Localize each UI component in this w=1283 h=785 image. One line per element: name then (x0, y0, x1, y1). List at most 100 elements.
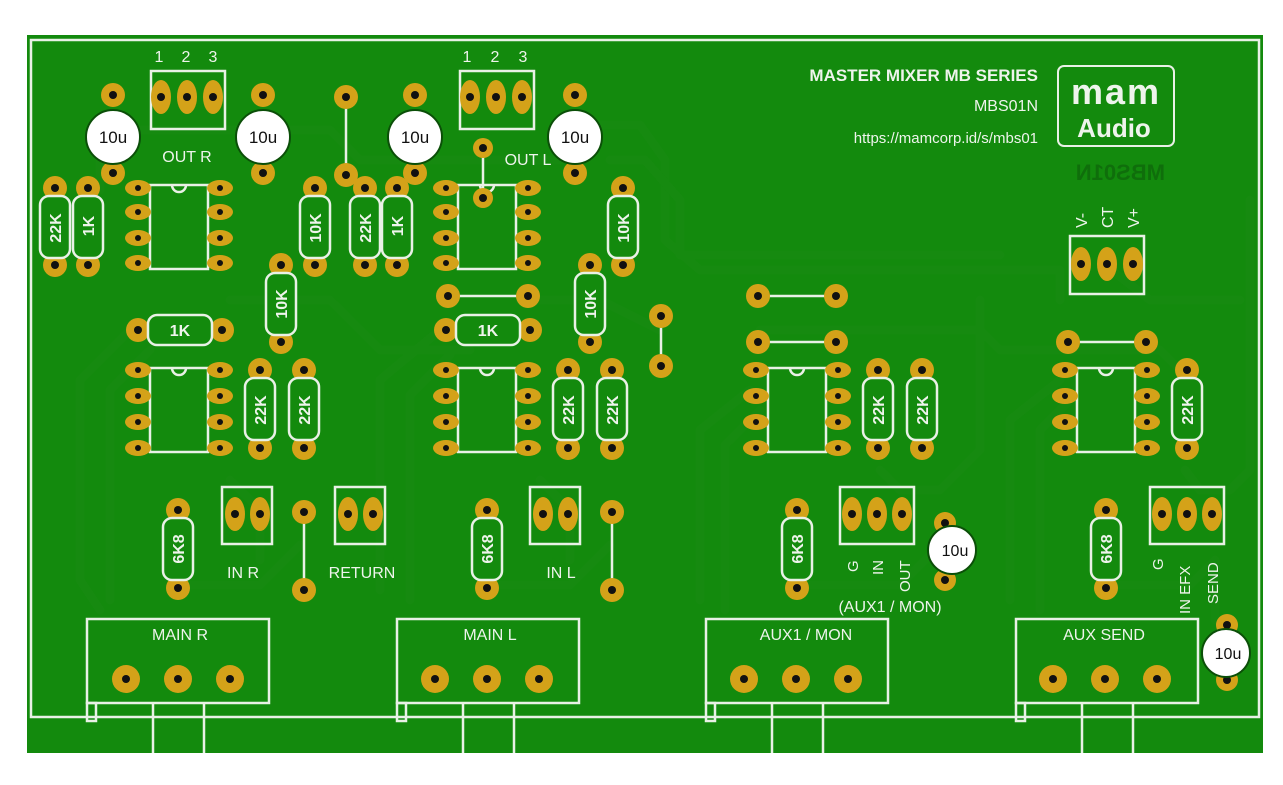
resistor-22k-r14: 22K (595, 358, 629, 460)
label-send-inefx: IN EFX (1177, 566, 1194, 614)
resistor-6k8-r19: 6K8 (470, 498, 504, 600)
connector-main-r: MAIN R (85, 617, 271, 760)
resistor-value: 6K8 (480, 534, 497, 563)
resistor-value: 22K (48, 213, 65, 243)
pot-header-out-r: 1 2 3 (149, 49, 227, 131)
resistor-value: 10K (583, 289, 600, 319)
pin-number-1: 1 (463, 49, 472, 66)
resistor-10k-r6: 10K (606, 176, 640, 277)
resistor-10k-r7: 10K (264, 253, 298, 354)
connector-label: MAIN L (463, 627, 516, 644)
connector-label: AUX SEND (1063, 627, 1145, 644)
mirrored-model-number: MBS01N (1076, 160, 1165, 185)
label-v-minus: V- (1074, 213, 1091, 228)
resistor-1k-r9: 1K (126, 313, 234, 347)
cap-value: 10u (99, 128, 127, 147)
resistor-value: 22K (915, 395, 932, 425)
label-ct: CT (1100, 206, 1117, 228)
resistor-value: 22K (297, 395, 314, 425)
resistor-22k-r4: 22K (348, 176, 382, 277)
resistor-value: 10K (274, 289, 291, 319)
connector-label: AUX1 / MON (760, 627, 852, 644)
ic-u4 (433, 362, 541, 456)
resistor-22k-r11: 22K (243, 358, 277, 460)
capacitor-c1: 10u (85, 83, 141, 185)
capacitor-c5: 10u (927, 512, 977, 591)
ic-u1 (125, 180, 233, 271)
resistor-value: 22K (253, 395, 270, 425)
pin-number-2: 2 (491, 49, 500, 66)
resistor-value: 10K (308, 213, 325, 243)
bottom-margin (0, 753, 1283, 785)
header-aux-send (1148, 485, 1226, 546)
label-in-r: IN R (227, 565, 259, 582)
pin-number-2: 2 (182, 49, 191, 66)
label-aux1-out: OUT (897, 560, 914, 592)
connector-aux-send: AUX SEND (1014, 617, 1200, 760)
logo-line2: Audio (1077, 113, 1151, 143)
cap-value: 10u (561, 128, 589, 147)
resistor-value: 10K (616, 213, 633, 243)
label-v-plus: V+ (1126, 208, 1143, 228)
ic-u3 (125, 362, 233, 456)
resistor-value: 22K (561, 395, 578, 425)
resistor-22k-r1: 22K (38, 176, 72, 277)
ic-u6 (1052, 362, 1160, 456)
label-out-l: OUT L (505, 152, 552, 169)
resistor-value: 6K8 (171, 534, 188, 563)
resistor-22k-r13: 22K (551, 358, 585, 460)
pot-header-out-l: 1 2 3 (458, 49, 536, 131)
cap-value: 10u (249, 128, 277, 147)
board-title: MASTER MIXER MB SERIES (809, 66, 1038, 85)
connector-aux1-mon: AUX1 / MON (704, 617, 890, 760)
capacitor-c6: 10u (1201, 614, 1251, 691)
cap-value: 10u (1215, 646, 1242, 663)
resistor-6k8-r20: 6K8 (780, 498, 814, 600)
resistor-value: 6K8 (1099, 534, 1116, 563)
header-return (333, 485, 387, 546)
resistor-6k8-r18: 6K8 (161, 498, 195, 600)
capacitor-c2: 10u (235, 83, 291, 185)
label-send-send: SEND (1205, 562, 1222, 604)
resistor-value: 22K (1180, 395, 1197, 425)
resistor-10k-r8: 10K (573, 253, 607, 354)
capacitor-c3: 10u (387, 83, 443, 185)
header-in-l (528, 485, 582, 546)
resistor-value: 6K8 (790, 534, 807, 563)
board-url: https://mamcorp.id/s/mbs01 (854, 130, 1038, 147)
resistor-22k-r15: 22K (861, 358, 895, 460)
header-aux1 (838, 485, 916, 546)
jumper-wires (292, 85, 1158, 602)
label-aux1-g: G (845, 560, 862, 572)
resistor-22k-r16: 22K (905, 358, 939, 460)
logo-line1: mam (1071, 71, 1161, 112)
resistor-1k-r2: 1K (71, 176, 105, 277)
connector-label: MAIN R (152, 627, 208, 644)
pin-number-3: 3 (519, 49, 528, 66)
label-aux1-in: IN (870, 560, 887, 575)
resistor-1k-r10: 1K (434, 313, 542, 347)
label-in-l: IN L (546, 565, 575, 582)
cap-value: 10u (942, 543, 969, 560)
resistor-1k-r5: 1K (380, 176, 414, 277)
pin-number-3: 3 (209, 49, 218, 66)
resistor-value: 1K (81, 215, 98, 236)
capacitor-c4: 10u (547, 83, 603, 185)
pin-number-1: 1 (155, 49, 164, 66)
resistor-22k-r17: 22K (1170, 358, 1204, 460)
mam-audio-logo: mam Audio (1057, 65, 1175, 147)
board-outline (29, 38, 1261, 719)
model-number: MBS01N (974, 98, 1038, 115)
label-return: RETURN (329, 565, 396, 582)
cap-value: 10u (401, 128, 429, 147)
resistor-value: 1K (170, 323, 191, 340)
resistor-value: 22K (871, 395, 888, 425)
resistor-value: 22K (605, 395, 622, 425)
resistor-value: 1K (478, 323, 499, 340)
label-send-g: G (1150, 558, 1167, 570)
ic-u5 (743, 362, 851, 456)
connector-main-l: MAIN L (395, 617, 581, 760)
header-in-r (220, 485, 274, 546)
resistor-value: 1K (390, 215, 407, 236)
